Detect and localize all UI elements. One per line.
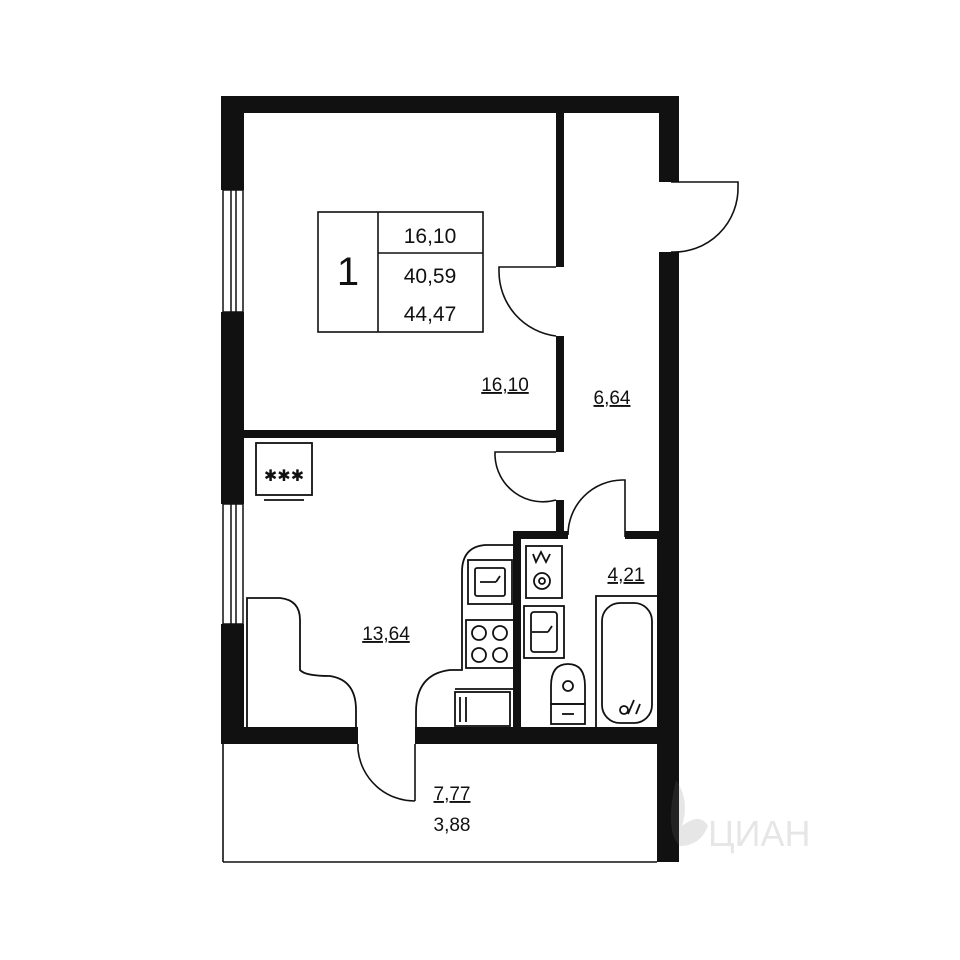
interior-walls: [244, 113, 659, 729]
kitchen-counter-left: [246, 597, 357, 727]
kitchen-sink: [467, 559, 513, 605]
room-area-balcony-reduced: 3,88: [434, 815, 471, 836]
exterior-walls: [221, 96, 679, 862]
toilet: [550, 663, 586, 725]
bathroom-sink: [523, 605, 565, 659]
bathtub: [595, 595, 659, 729]
room-area-kitchen: 13,64: [362, 624, 410, 645]
room-area-bathroom: 4,21: [608, 565, 645, 586]
summary-total-with-balcony: 44,47: [404, 303, 457, 326]
door-kitchen: [494, 451, 557, 503]
stove: ✱✱✱: [255, 442, 313, 501]
washing-machine: [525, 545, 563, 599]
stove-mark: ✱✱✱: [264, 468, 304, 485]
room-area-hall: 6,64: [594, 388, 631, 409]
door-entrance: [670, 181, 739, 253]
kitchen-oven: [454, 691, 511, 727]
watermark-text: ЦИАН: [708, 813, 811, 854]
watermark-logo: ЦИАН: [670, 780, 811, 854]
kitchen-hob: [465, 619, 515, 669]
summary-living-area: 16,10: [404, 225, 457, 248]
door-bedroom: [498, 266, 557, 337]
room-area-bedroom: 16,10: [481, 375, 529, 396]
summary-box: 1 16,10 40,59 44,47: [317, 211, 484, 333]
room-area-balcony: 7,77: [434, 784, 471, 805]
door-bathroom: [567, 479, 626, 537]
summary-rooms-count: 1: [337, 250, 359, 294]
summary-total-area: 40,59: [404, 265, 457, 288]
window-bedroom: [222, 189, 244, 313]
balcony: [222, 744, 657, 863]
window-kitchen: [222, 503, 244, 625]
kitchen-counter-right: [415, 544, 513, 727]
door-balcony: [357, 744, 416, 802]
